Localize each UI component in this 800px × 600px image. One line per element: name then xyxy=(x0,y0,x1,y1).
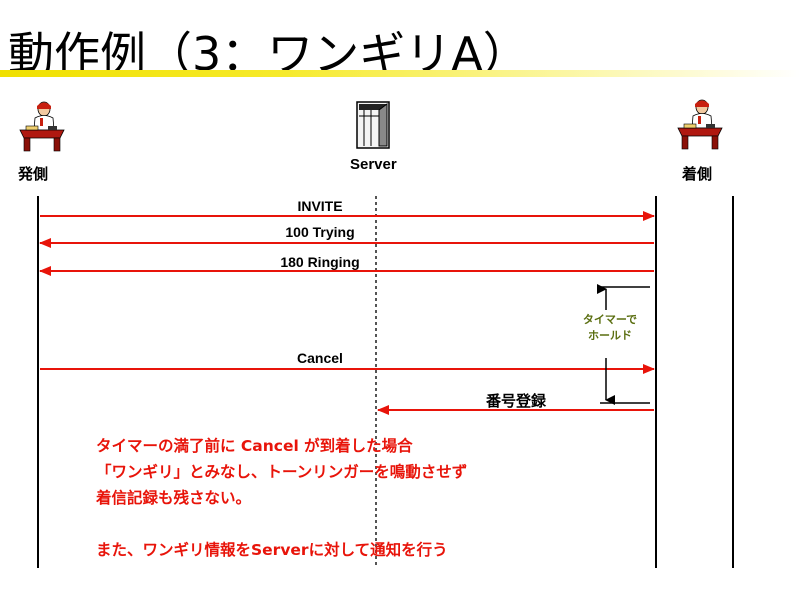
caller-label: 発側 xyxy=(18,165,49,183)
caller-person-icon xyxy=(18,100,66,152)
register-number-label: 番号登録 xyxy=(485,392,547,410)
title-underline xyxy=(0,70,800,77)
cancel-label: Cancel xyxy=(297,350,343,366)
note-line-2: 「ワンギリ」とみなし、トーンリンガーを鳴動させず xyxy=(96,463,468,481)
server-icon xyxy=(355,100,391,150)
timer-label-line1: タイマーで xyxy=(582,313,638,326)
timer-label-line2: ホールド xyxy=(588,329,632,342)
note-line-3: 着信記録も残さない。 xyxy=(96,489,252,507)
timer-hold-label: タイマーで ホールド xyxy=(574,312,646,344)
callee-person-icon xyxy=(676,98,724,150)
note-line-4: また、ワンギリ情報をServerに対して通知を行う xyxy=(96,541,448,559)
invite-label: INVITE xyxy=(297,198,343,214)
trying-label: 100 Trying xyxy=(285,224,355,240)
server-label: Server xyxy=(350,156,397,173)
note-line-1: タイマーの満了前に Cancel が到着した場合 xyxy=(96,437,413,455)
ringing-label: 180 Ringing xyxy=(280,254,360,270)
callee-label: 着側 xyxy=(682,165,713,183)
explanation-note: タイマーの満了前に Cancel が到着した場合 「ワンギリ」とみなし、トーンリ… xyxy=(96,433,467,563)
